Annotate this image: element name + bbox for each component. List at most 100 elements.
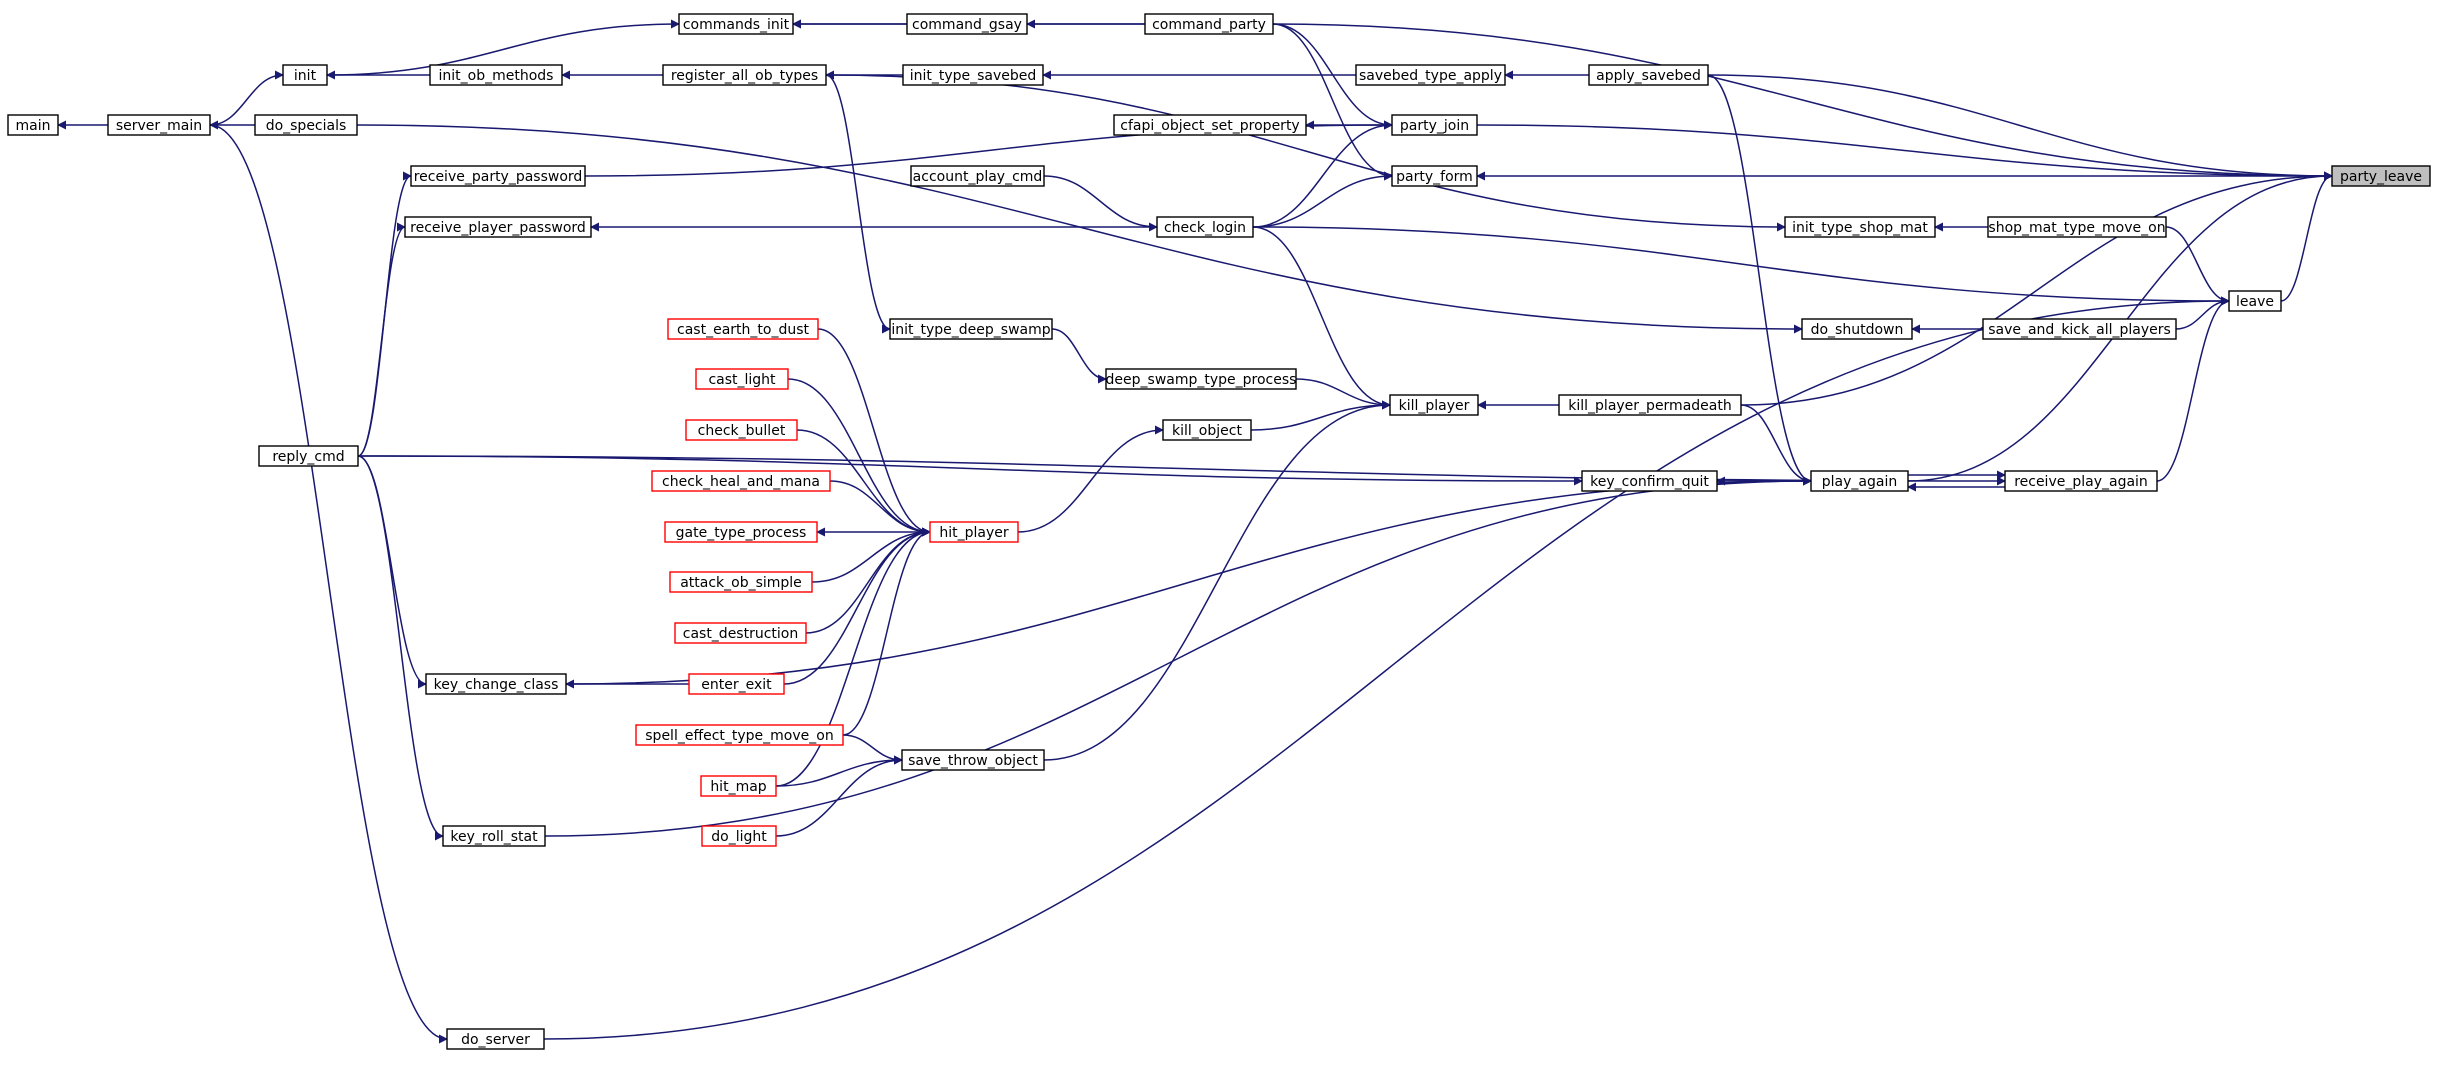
node-init-type-shop-mat[interactable]: init_type_shop_mat: [1784, 216, 1936, 238]
node-box: [1558, 394, 1742, 416]
edge-reply_cmd-receive_play_again: [357, 455, 2006, 486]
edge-save_throw_object-kill_player: [1043, 400, 1391, 761]
node-server-main[interactable]: server_main: [107, 114, 211, 136]
node-receive-play-again[interactable]: receive_play_again: [2004, 470, 2158, 492]
node-do-server[interactable]: do_server: [446, 1028, 545, 1050]
edge-apply_savebed-play_again: [1707, 74, 1812, 486]
node-label: savebed_type_apply: [1359, 68, 1502, 84]
edge-command_party-party_leave: [1272, 23, 2333, 181]
node-save-and-kick-all-players[interactable]: save_and_kick_all_players: [1982, 318, 2177, 340]
node-play-again[interactable]: play_again: [1810, 470, 1909, 492]
node-account-play-cmd[interactable]: account_play_cmd: [910, 165, 1045, 187]
node-label: server_main: [116, 118, 202, 134]
node-box: [1389, 394, 1479, 416]
node-hit-map[interactable]: hit_map: [700, 775, 777, 797]
node-shop-mat-type-move-on[interactable]: shop_mat_type_move_on: [1987, 216, 2167, 238]
node-box: [2331, 165, 2431, 187]
node-apply-savebed[interactable]: apply_savebed: [1588, 64, 1709, 86]
edge-apply_savebed-party_leave: [1707, 74, 2333, 181]
node-label: init_ob_methods: [439, 68, 554, 84]
node-box: [254, 114, 358, 136]
node-main[interactable]: main: [7, 114, 59, 136]
node-init[interactable]: init: [282, 64, 328, 86]
node-label: do_server: [461, 1032, 530, 1048]
node-key-confirm-quit[interactable]: key_confirm_quit: [1581, 470, 1718, 492]
node-key-change-class[interactable]: key_change_class: [425, 673, 567, 695]
edge-check_login-leave: [1252, 226, 2230, 306]
node-reply-cmd[interactable]: reply_cmd: [258, 445, 359, 467]
node-key-roll-stat[interactable]: key_roll_stat: [442, 825, 546, 847]
node-cast-earth-to-dust[interactable]: cast_earth_to_dust: [667, 318, 819, 340]
node-party-join[interactable]: party_join: [1391, 114, 1478, 136]
node-command-party[interactable]: command_party: [1144, 13, 1274, 35]
node-label: apply_savebed: [1596, 68, 1701, 84]
edge-cast_earth_to_dust-hit_player: [817, 328, 931, 537]
node-receive-party-password[interactable]: receive_party_password: [410, 165, 586, 187]
node-label: shop_mat_type_move_on: [1988, 220, 2165, 236]
edge-kill_player_permadeath-play_again: [1740, 404, 1812, 486]
node-check-bullet[interactable]: check_bullet: [685, 419, 798, 441]
edge-key_roll_stat-play_again: [544, 476, 1812, 837]
node-savebed-type-apply[interactable]: savebed_type_apply: [1355, 64, 1506, 86]
node-hit-player[interactable]: hit_player: [929, 521, 1019, 543]
node-box: [1105, 368, 1297, 390]
edge-kill_object-kill_player: [1250, 400, 1391, 431]
edge-hit_map-hit_player: [775, 527, 931, 787]
node-label: party_leave: [2340, 169, 2422, 185]
node-box: [1810, 470, 1909, 492]
node-check-login[interactable]: check_login: [1156, 216, 1254, 238]
node-kill-player[interactable]: kill_player: [1389, 394, 1479, 416]
node-label: register_all_ob_types: [671, 68, 818, 84]
edge-attack_ob_simple-hit_player: [811, 527, 931, 583]
node-check-heal-and-mana[interactable]: check_heal_and_mana: [651, 470, 831, 492]
edge-server_main-do_server: [209, 124, 448, 1044]
node-box: [1162, 419, 1252, 441]
node-gate-type-process[interactable]: gate_type_process: [664, 521, 818, 543]
node-box: [446, 1028, 545, 1050]
node-kill-object[interactable]: kill_object: [1162, 419, 1252, 441]
node-box: [662, 64, 827, 86]
node-label: account_play_cmd: [913, 169, 1043, 185]
node-label: check_login: [1164, 220, 1246, 236]
node-attack-ob-simple[interactable]: attack_ob_simple: [669, 571, 813, 593]
edge-leave-party_leave: [2280, 171, 2333, 302]
node-box: [906, 13, 1028, 35]
node-kill-player-permadeath[interactable]: kill_player_permadeath: [1558, 394, 1742, 416]
node-init-type-savebed[interactable]: init_type_savebed: [902, 64, 1044, 86]
node-box: [901, 749, 1045, 771]
node-deep-swamp-type-process[interactable]: deep_swamp_type_process: [1105, 368, 1297, 390]
node-box: [1156, 216, 1254, 238]
node-register-all-ob-types[interactable]: register_all_ob_types: [662, 64, 827, 86]
node-party-form[interactable]: party_form: [1391, 165, 1478, 187]
node-spell-effect-type-move-on[interactable]: spell_effect_type_move_on: [635, 724, 844, 746]
edge-kill_player_permadeath-party_leave: [1740, 171, 2333, 406]
edge-deep_swamp_type_process-kill_player: [1295, 378, 1391, 410]
node-box: [1784, 216, 1936, 238]
edge-do_light-save_throw_object: [775, 755, 903, 837]
node-commands-init[interactable]: commands_init: [678, 13, 794, 35]
edge-key_change_class-play_again: [565, 476, 1812, 685]
node-box: [429, 64, 563, 86]
node-cfapi-object-set-property[interactable]: cfapi_object_set_property: [1113, 114, 1307, 136]
edge-init-commands_init: [326, 19, 680, 76]
node-do-shutdown[interactable]: do_shutdown: [1801, 318, 1913, 340]
node-label: key_change_class: [434, 677, 559, 693]
node-party-leave[interactable]: party_leave: [2331, 165, 2431, 187]
node-receive-player-password[interactable]: receive_player_password: [404, 216, 592, 238]
node-box: [1144, 13, 1274, 35]
node-label: check_bullet: [698, 423, 786, 439]
node-cast-light[interactable]: cast_light: [695, 368, 789, 390]
edge-check_login-party_form: [1252, 171, 1393, 228]
node-cast-destruction[interactable]: cast_destruction: [674, 622, 807, 644]
node-enter-exit[interactable]: enter_exit: [688, 673, 785, 695]
node-save-throw-object[interactable]: save_throw_object: [901, 749, 1045, 771]
node-command-gsay[interactable]: command_gsay: [906, 13, 1028, 35]
node-init-type-deep-swamp[interactable]: init_type_deep_swamp: [889, 318, 1053, 340]
node-box: [910, 165, 1045, 187]
node-box: [1391, 114, 1478, 136]
edge-party_join-party_leave: [1476, 124, 2333, 181]
node-do-specials[interactable]: do_specials: [254, 114, 358, 136]
node-leave[interactable]: leave: [2228, 290, 2282, 312]
node-do-light[interactable]: do_light: [701, 825, 777, 847]
node-init-ob-methods[interactable]: init_ob_methods: [429, 64, 563, 86]
